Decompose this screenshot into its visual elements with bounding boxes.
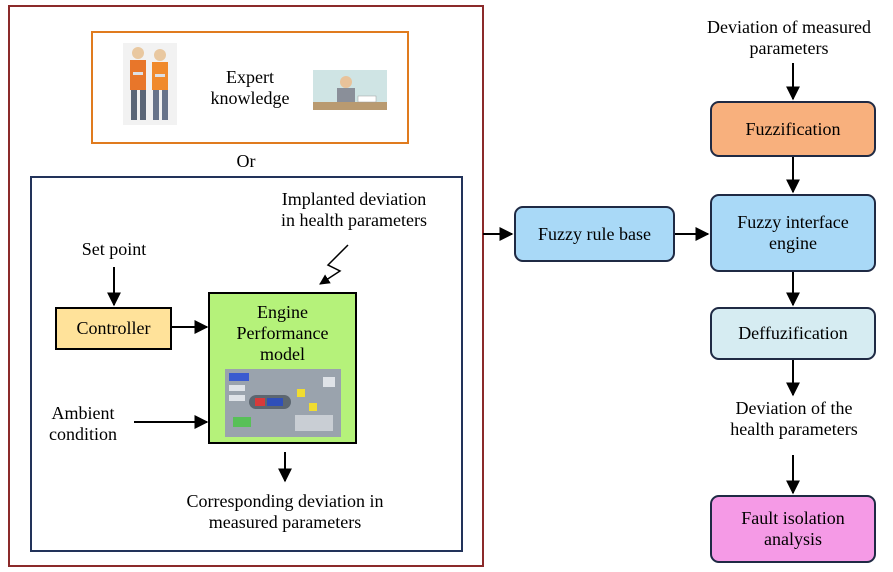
defuzzification-box: Deffuzification xyxy=(710,307,876,360)
output-line1: Deviation of the xyxy=(735,398,853,418)
implanted-line2: in health parameters xyxy=(281,210,427,230)
person-at-desk-icon xyxy=(313,70,387,110)
ambient-condition-label: Ambient condition xyxy=(28,403,138,445)
engine-line1: Engine xyxy=(257,302,308,322)
ambient-line2: condition xyxy=(49,424,117,444)
fault-line1: Fault isolation xyxy=(741,508,845,528)
corresponding-deviation-label: Corresponding deviation in measured para… xyxy=(150,491,420,533)
engine-line3: model xyxy=(260,344,305,364)
fault-line2: analysis xyxy=(764,529,822,549)
input-line1: Deviation of measured xyxy=(707,17,871,37)
fuzzy-rule-base-box: Fuzzy rule base xyxy=(514,206,675,262)
outer-frame xyxy=(8,5,484,567)
deviation-measured-label: Deviation of measured parameters xyxy=(686,17,892,59)
corresponding-line2: measured parameters xyxy=(208,512,362,532)
fuzzy-interface-engine-box: Fuzzy interface engine xyxy=(710,194,876,272)
expert-label-line1: Expert xyxy=(226,67,274,87)
deviation-health-label: Deviation of the health parameters xyxy=(703,398,885,440)
fuzzification-box: Fuzzification xyxy=(710,101,876,157)
fault-isolation-box: Fault isolation analysis xyxy=(710,495,876,563)
set-point-label: Set point xyxy=(81,239,147,259)
implanted-line1: Implanted deviation xyxy=(281,189,427,209)
engine-line2: Performance xyxy=(236,323,329,343)
or-label: Or xyxy=(236,151,256,171)
controller-box: Controller xyxy=(55,307,172,350)
workers-icon xyxy=(123,43,177,125)
deviation-signal-zigzag xyxy=(319,244,349,285)
expert-knowledge-label: Expert knowledge xyxy=(190,67,310,109)
ambient-line1: Ambient xyxy=(51,403,115,423)
output-line2: health parameters xyxy=(730,419,858,439)
simulation-box xyxy=(30,176,463,552)
implanted-deviation-label: Implanted deviation in health parameters xyxy=(256,189,452,231)
corresponding-line1: Corresponding deviation in xyxy=(186,491,384,511)
expert-box xyxy=(91,31,409,144)
interface-line1: Fuzzy interface xyxy=(737,212,849,232)
engine-model-screenshot-icon xyxy=(224,369,341,437)
expert-label-line2: knowledge xyxy=(210,88,290,108)
input-line2: parameters xyxy=(749,38,829,58)
engine-performance-model-box: Engine Performance model xyxy=(208,292,357,444)
interface-line2: engine xyxy=(769,233,817,253)
